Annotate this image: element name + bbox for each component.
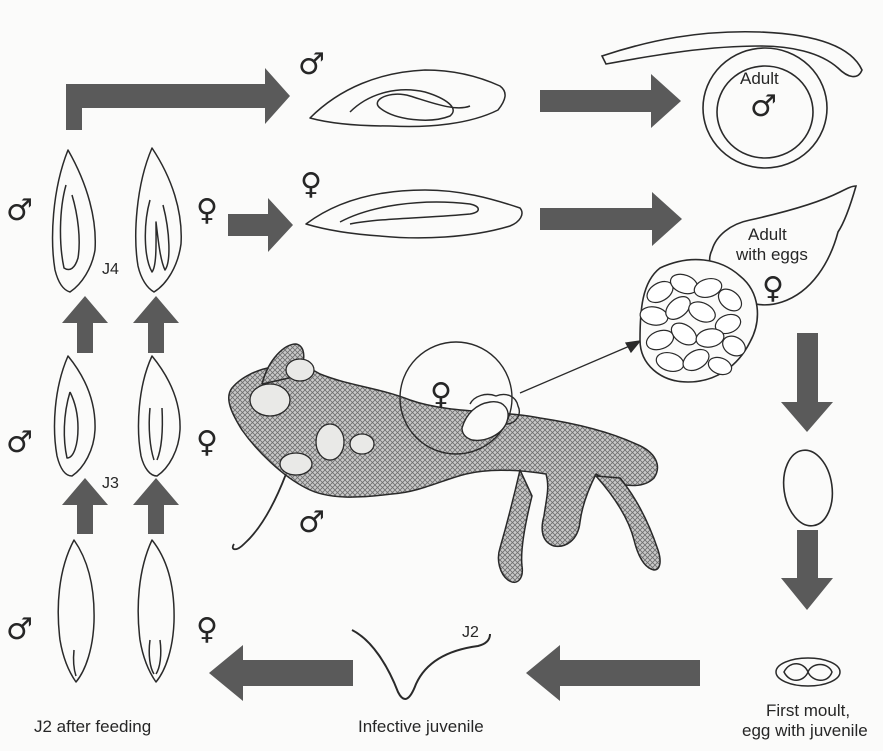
female-symbol-developing: ♀ xyxy=(300,170,322,200)
adult-male-label: Adult xyxy=(740,70,779,87)
female-j4-gonad xyxy=(145,200,169,272)
female-symbol-j4: ♀ xyxy=(196,196,218,226)
adult-male-symbol: ♂ xyxy=(750,92,777,122)
adult-female-symbol: ♀ xyxy=(762,274,784,304)
arrow-zoom-to-adult-female xyxy=(520,341,640,393)
caption-j2-after-feeding: J2 after feeding xyxy=(34,718,151,735)
single-egg xyxy=(779,447,837,529)
arrow-female-j3-to-j4 xyxy=(133,296,179,353)
female-j2-fed-body xyxy=(138,540,174,682)
arrow-female-to-adult-female xyxy=(540,192,682,246)
male-j2-fed-body xyxy=(58,540,94,682)
female-developing-gonad xyxy=(340,202,478,224)
male-symbol-j2: ♂ xyxy=(6,615,33,645)
arrow-female-j4-to-female xyxy=(228,198,293,252)
male-j3-gonad xyxy=(64,392,78,458)
stage-label-j2: J2 xyxy=(462,625,479,641)
caption-infective-juvenile: Infective juvenile xyxy=(358,718,484,735)
female-j3-gonad xyxy=(149,408,162,460)
male-j4-body xyxy=(53,150,96,292)
arrow-egg-to-first-moult xyxy=(781,530,833,610)
arrow-adult-to-egg xyxy=(781,333,833,432)
female-j3-body xyxy=(139,356,181,476)
male-j3-body xyxy=(55,356,96,476)
arrow-j2-to-j2-after-feeding xyxy=(209,645,353,701)
arrow-male-to-adult-male xyxy=(540,74,681,128)
male-developing-coil xyxy=(350,90,470,120)
adult-female-label-line2: with eggs xyxy=(736,246,808,263)
caption-first-moult-line2: egg with juvenile xyxy=(742,722,868,739)
male-symbol-developing: ♂ xyxy=(298,50,325,80)
first-moult-egg xyxy=(776,658,840,686)
stage-label-j4: J4 xyxy=(102,262,119,278)
stage-label-j3: J3 xyxy=(102,476,119,492)
male-j4-gonad xyxy=(60,185,79,270)
male-j2-fed-gonad xyxy=(74,650,76,676)
female-symbol-j2: ♀ xyxy=(196,615,218,645)
arrow-female-j2-to-j3 xyxy=(133,478,179,534)
adult-male-tail xyxy=(602,32,862,77)
female-j4-body xyxy=(136,148,181,292)
arrow-first-moult-to-j2 xyxy=(526,645,700,701)
male-symbol-j4: ♂ xyxy=(6,196,33,226)
female-developing-body xyxy=(306,190,522,238)
male-symbol-j3: ♂ xyxy=(6,428,33,458)
female-symbol-root: ♀ xyxy=(430,380,452,410)
male-emerging-worm xyxy=(233,474,286,549)
female-symbol-j3: ♀ xyxy=(196,428,218,458)
arrow-male-j4-to-male xyxy=(66,68,290,130)
caption-first-moult-line1: First moult, xyxy=(766,702,850,719)
female-j2-fed-gonad xyxy=(149,640,161,674)
adult-female-label-line1: Adult xyxy=(748,226,787,243)
arrow-male-j3-to-j4 xyxy=(62,296,108,353)
male-symbol-root: ♂ xyxy=(298,508,325,538)
